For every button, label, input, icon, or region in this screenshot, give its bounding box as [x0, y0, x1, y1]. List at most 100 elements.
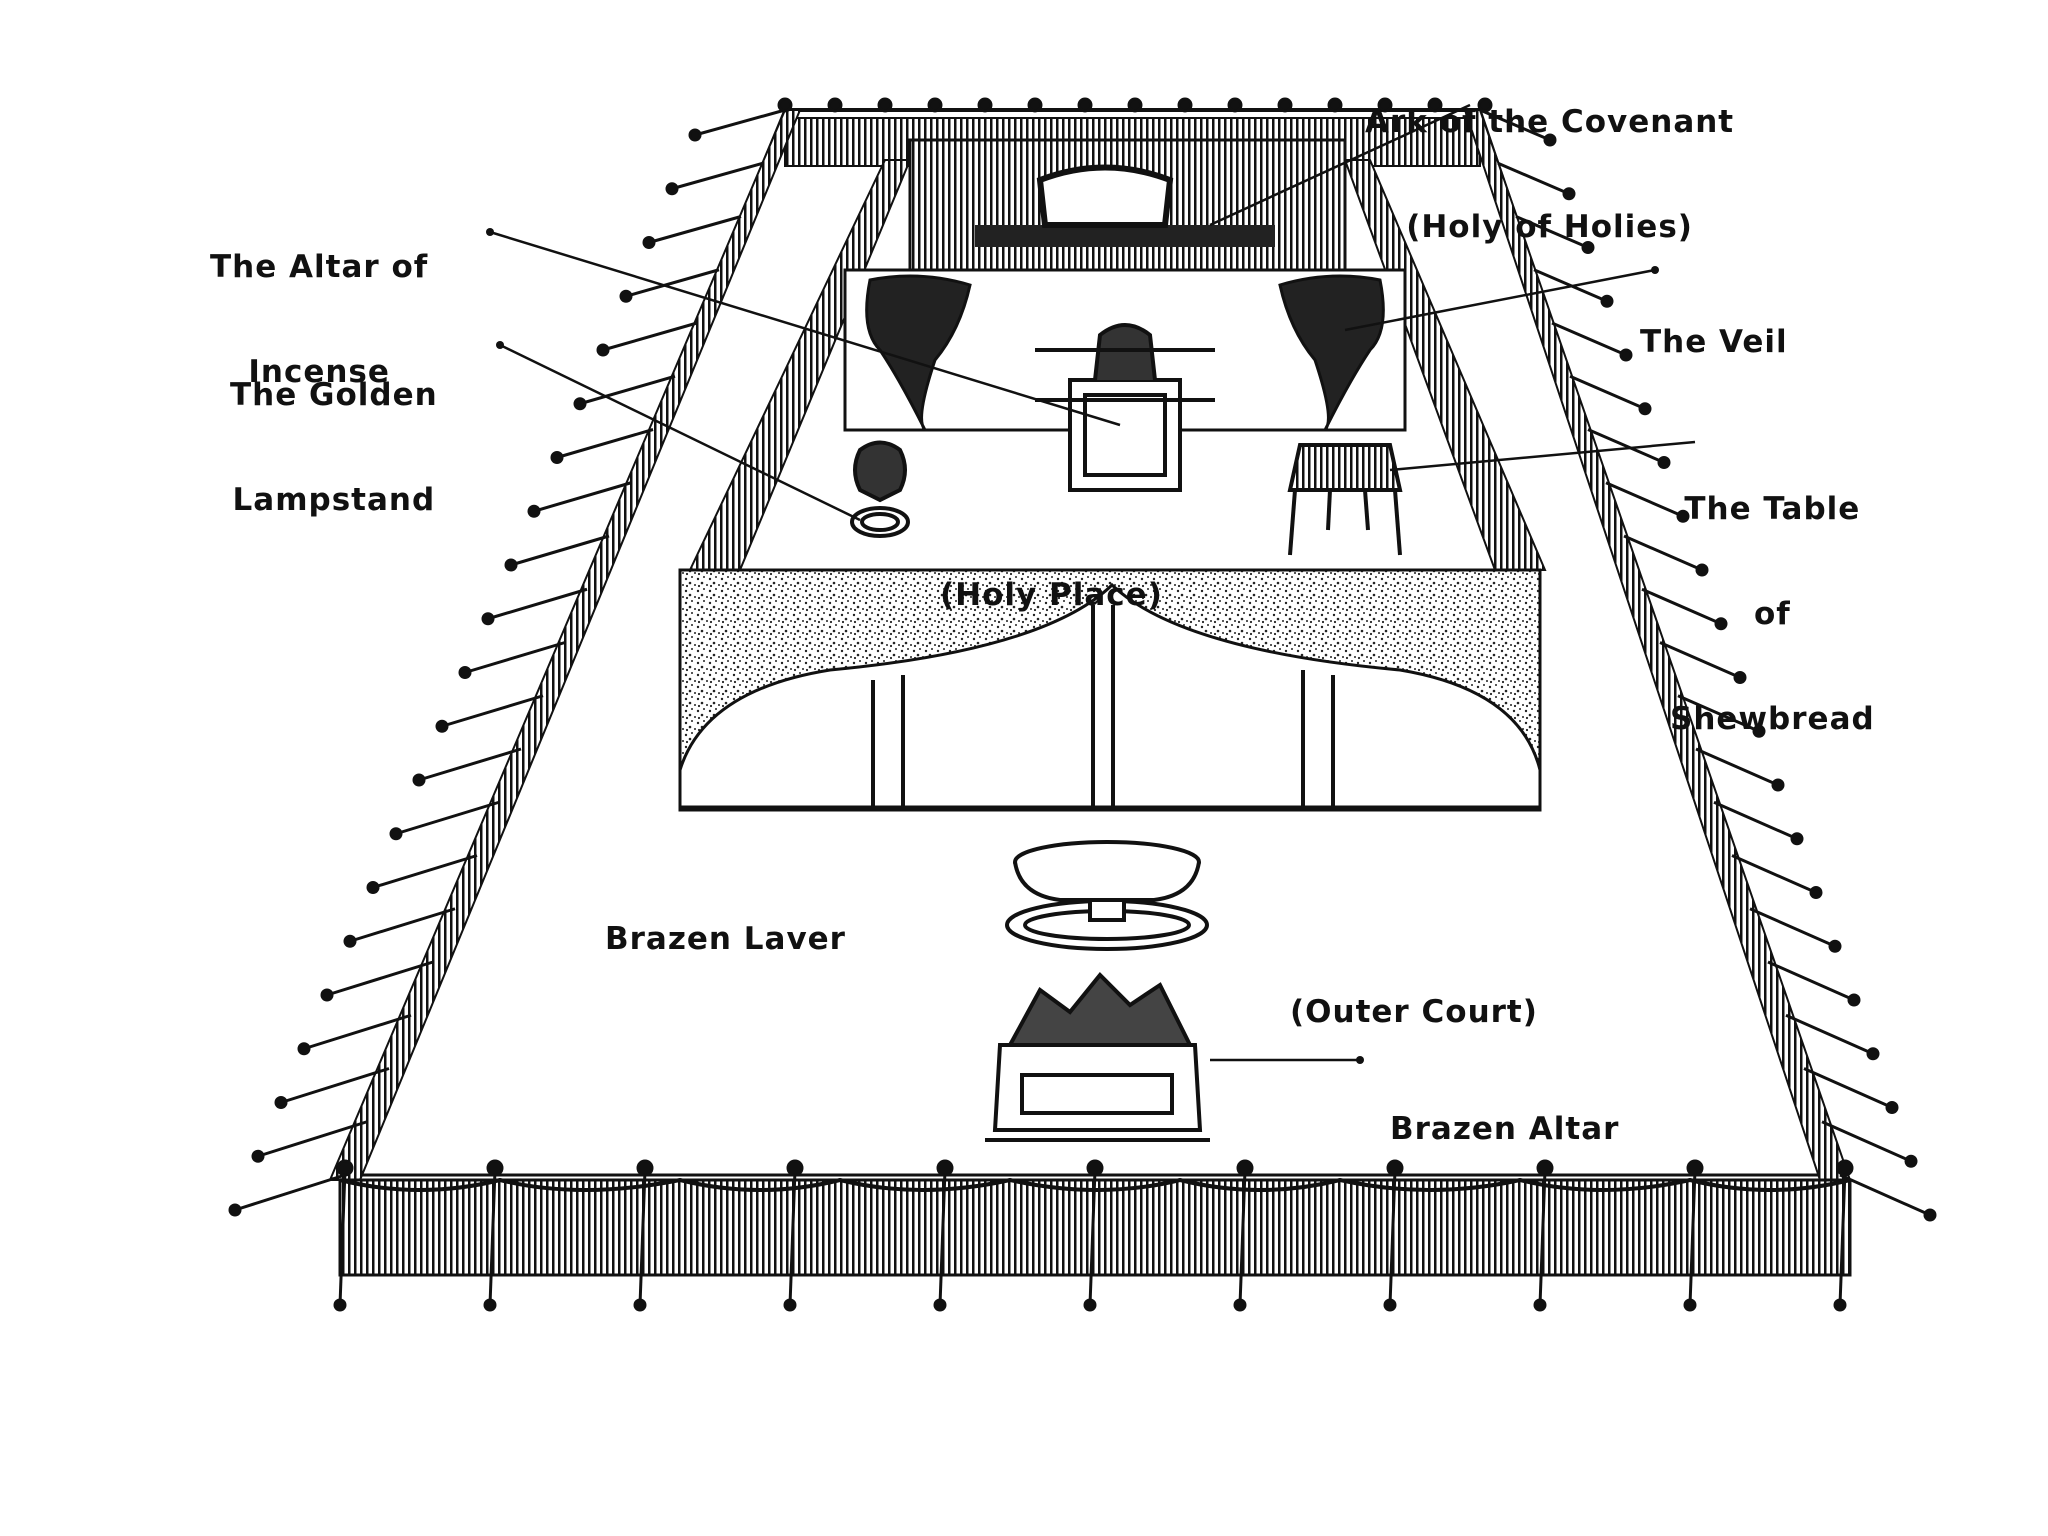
front-post-cap — [936, 1159, 954, 1177]
right-rope-peg — [1904, 1154, 1918, 1168]
front-post-cap — [786, 1159, 804, 1177]
label-brazen-laver-text: Brazen Laver — [605, 921, 846, 957]
left-guy-rope — [625, 268, 720, 298]
front-post-peg — [1083, 1298, 1097, 1312]
label-shewbread-line3: Shewbread — [1670, 701, 1875, 737]
right-rope-peg — [1619, 348, 1633, 362]
left-guy-rope — [418, 747, 522, 782]
left-guy-rope — [395, 800, 500, 836]
label-brazen-laver: Brazen Laver — [605, 852, 846, 992]
left-rope-peg — [297, 1042, 311, 1056]
back-post-cap — [1177, 97, 1193, 113]
left-guy-rope — [648, 215, 742, 244]
left-guy-rope — [579, 374, 676, 406]
front-post-cap — [486, 1159, 504, 1177]
front-post-cap — [636, 1159, 654, 1177]
back-post-cap — [1327, 97, 1343, 113]
right-guy-rope — [1569, 374, 1646, 411]
front-post-cap — [1086, 1159, 1104, 1177]
front-post — [1688, 1169, 1697, 1306]
left-guy-rope — [303, 1013, 412, 1051]
left-rope-peg — [504, 558, 518, 572]
label-veil-text: The Veil — [1640, 324, 1788, 360]
left-guy-rope — [694, 108, 786, 137]
front-post-peg — [1533, 1298, 1547, 1312]
left-guy-rope — [464, 641, 566, 674]
right-guy-rope — [1731, 854, 1817, 894]
front-post — [338, 1169, 347, 1306]
front-post-peg — [1233, 1298, 1247, 1312]
right-rope-peg — [1923, 1208, 1937, 1222]
back-post-cap — [1127, 97, 1143, 113]
label-altar-incense-line1: The Altar of — [210, 249, 429, 285]
label-golden-lampstand: The Golden Lampstand — [230, 308, 438, 553]
back-post-cap — [877, 97, 893, 113]
right-rope-peg — [1676, 509, 1690, 523]
front-post-peg — [783, 1298, 797, 1312]
leader-dots — [486, 228, 1659, 1064]
left-guy-rope — [510, 534, 610, 567]
front-post-peg — [333, 1298, 347, 1312]
front-post — [788, 1169, 797, 1306]
right-rope-peg — [1809, 886, 1823, 899]
front-post — [638, 1169, 647, 1306]
left-rope-peg — [688, 128, 702, 142]
right-rope-peg — [1885, 1101, 1899, 1114]
label-altar-of-incense: The Altar of Incense — [210, 180, 428, 425]
right-rope-peg — [1771, 778, 1785, 792]
right-guy-rope — [1767, 960, 1855, 1002]
right-rope-peg — [1828, 939, 1842, 953]
left-guy-rope — [533, 481, 632, 513]
front-post — [1238, 1169, 1247, 1306]
front-post — [1538, 1169, 1547, 1306]
label-shewbread-line1: The Table — [1684, 491, 1861, 527]
right-rope-peg — [1562, 187, 1576, 201]
label-altar-incense-line2: Incense — [248, 354, 390, 390]
right-guy-rope — [1749, 907, 1836, 948]
left-rope-peg — [642, 236, 656, 249]
right-guy-rope — [1623, 534, 1703, 572]
front-post — [488, 1169, 497, 1306]
leader-lines — [489, 103, 1696, 1062]
front-post-cap — [1836, 1159, 1854, 1177]
left-guy-rope — [556, 428, 654, 459]
back-post-cap — [777, 97, 793, 113]
right-guy-ropes — [1479, 108, 1937, 1222]
label-ark-line2: (Holy of Holies) — [1406, 209, 1693, 245]
right-guy-rope — [1515, 215, 1589, 249]
right-guy-rope — [1821, 1120, 1912, 1163]
right-guy-rope — [1677, 694, 1760, 733]
table-of-shewbread — [1287, 443, 1403, 556]
right-rope-peg — [1638, 402, 1652, 416]
right-guy-rope — [1551, 321, 1627, 357]
left-guy-rope — [441, 694, 544, 728]
left-guy-rope — [349, 907, 456, 943]
front-post-peg — [1833, 1298, 1847, 1312]
altar-of-incense — [1035, 323, 1215, 492]
right-guy-rope — [1497, 161, 1570, 196]
tent-front-curtain — [678, 568, 1542, 812]
front-post — [1838, 1169, 1847, 1306]
left-guy-rope — [487, 587, 588, 621]
right-rope-peg — [1714, 617, 1728, 631]
right-rope-peg — [1600, 294, 1614, 308]
left-rope-peg — [228, 1203, 242, 1217]
left-guy-rope — [671, 161, 764, 191]
brazen-altar — [985, 972, 1210, 1142]
front-posts — [333, 1159, 1854, 1312]
label-holy-place-text: (Holy Place) — [940, 577, 1163, 613]
right-guy-rope — [1803, 1067, 1893, 1109]
right-rope-peg — [1733, 671, 1747, 684]
right-rope-peg — [1581, 241, 1595, 254]
back-post-cap — [1227, 97, 1243, 113]
right-rope-peg — [1847, 993, 1861, 1007]
back-post-cap — [977, 97, 993, 113]
back-posts — [777, 97, 1493, 113]
front-post — [1088, 1169, 1097, 1306]
left-rope-peg — [619, 289, 633, 303]
label-outer-court-text: (Outer Court) — [1290, 994, 1538, 1030]
right-rope-peg — [1695, 563, 1709, 577]
left-rope-peg — [366, 881, 380, 894]
front-post-peg — [933, 1298, 947, 1312]
